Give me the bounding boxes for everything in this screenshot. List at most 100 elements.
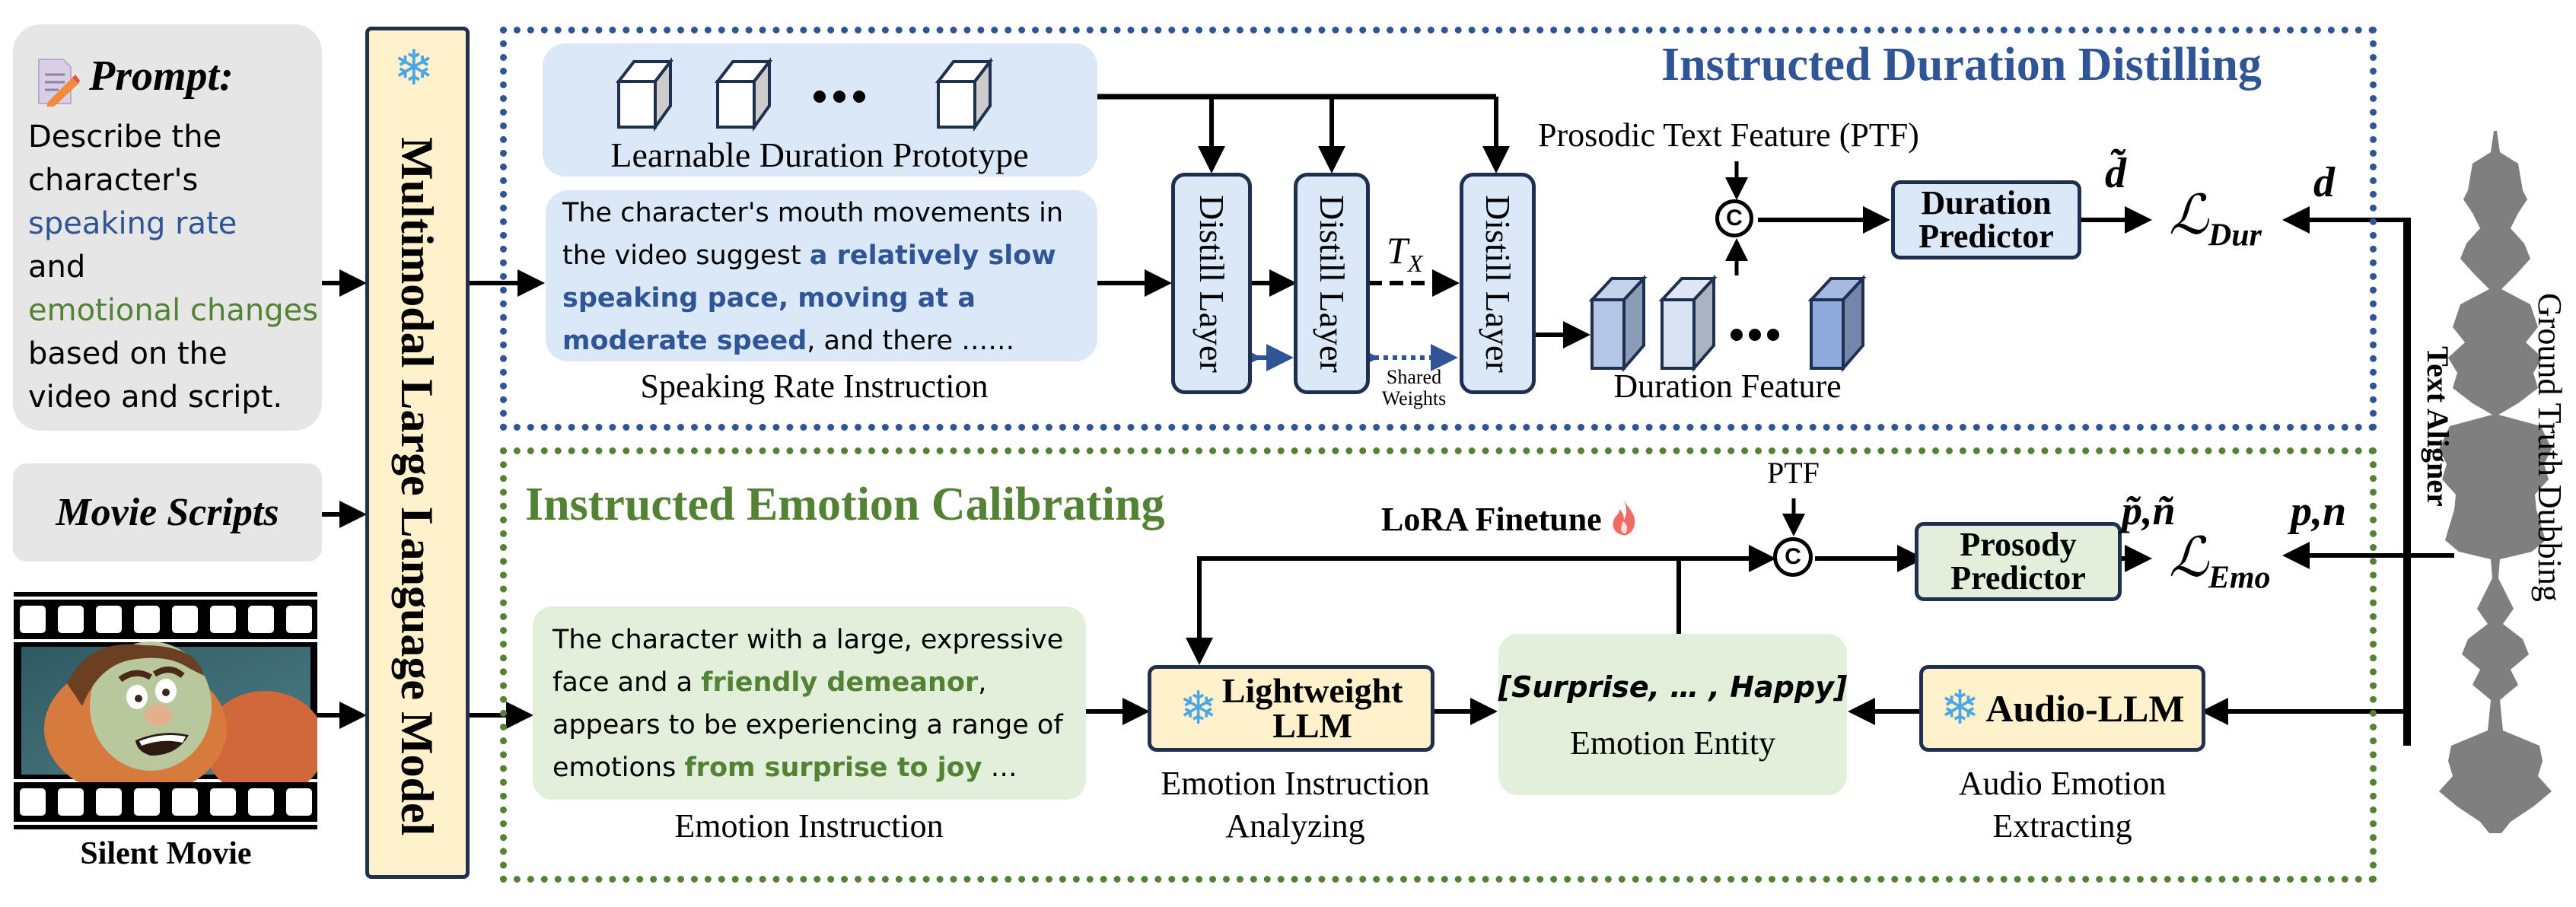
speaking-rate-caption: Speaking Rate Instruction <box>640 368 989 405</box>
predicted-prosody-label: p̃,ñ <box>2122 488 2176 533</box>
distill-layer-2: Distill Layer <box>1294 173 1370 394</box>
loss-subscript: Dur <box>2208 218 2262 253</box>
shared-weights-line: Weights <box>1381 387 1447 409</box>
film-hole <box>134 606 160 633</box>
audio-llm: ❄ Audio-LLM <box>1919 665 2205 752</box>
film-hole <box>210 606 236 633</box>
loss-dur: ℒDur <box>2169 183 2262 253</box>
prompt-line: video and script. <box>28 380 283 415</box>
ellipsis-icon <box>1731 329 1779 341</box>
concat-icon-lower: C <box>1773 537 1813 577</box>
text-aligner-label: Text Aligner <box>2421 346 2455 507</box>
shared-weights-label: Shared Weights <box>1382 367 1447 409</box>
instruction-text-span: … <box>982 753 1017 783</box>
caption-line: Analyzing <box>1225 807 1365 845</box>
snowflake-icon: ❄ <box>393 41 435 95</box>
film-hole <box>172 788 198 816</box>
lora-feedback-line <box>1186 556 1681 665</box>
predicted-duration-label: d̃ <box>2105 150 2126 197</box>
film-hole <box>96 788 122 816</box>
prompt-line: Describe the <box>28 119 222 154</box>
film-strip-icon <box>14 592 326 829</box>
distill-layer-3: Distill Layer <box>1460 173 1536 394</box>
snowflake-icon: ❄ <box>1179 683 1218 734</box>
emotion-section-title: Instructed Emotion Calibrating <box>525 479 1165 530</box>
prosody-predictor-line: Prosody <box>1960 526 2077 563</box>
shared-weights-line: Shared <box>1386 366 1442 388</box>
prosody-predictor: Prosody Predictor <box>1915 522 2122 601</box>
gt-duration-label: d <box>2313 159 2335 206</box>
prototype-cube-icon <box>935 57 994 132</box>
waveform-shape <box>2439 131 2552 833</box>
caption-line: Audio Emotion <box>1958 765 2167 802</box>
ellipsis-icon <box>814 91 865 103</box>
emotion-instruction-box: The character with a large, expressive f… <box>533 606 1086 800</box>
caption-line: Emotion Instruction <box>1161 765 1430 802</box>
feature-cube-icon <box>1658 274 1718 373</box>
film-hole <box>286 788 312 816</box>
prompt-line: based on the <box>28 336 228 371</box>
prompt-line: character's <box>28 163 199 198</box>
film-hole <box>96 606 122 633</box>
duration-predictor-line: Duration <box>1921 184 2052 221</box>
speaking-rate-text: The character's mouth movements in the v… <box>562 192 1087 362</box>
instruction-text-span: The character with a large, expressive f… <box>552 625 1064 698</box>
film-hole <box>210 788 236 816</box>
silent-movie-label: Silent Movie <box>80 836 252 871</box>
ground-truth-waveform <box>2439 131 2552 833</box>
prototype-cube-icon <box>714 57 773 132</box>
prompt-box: Prompt: Describe the character's speaking … <box>13 24 322 431</box>
learnable-duration-prototype: Learnable Duration Prototype <box>543 43 1097 177</box>
film-hole <box>20 788 46 816</box>
film-hole <box>134 788 160 816</box>
ground-truth-dubbing-label: Ground Truth Dubbing <box>2531 293 2568 602</box>
distill-layer-label: Distill Layer <box>1479 194 1517 373</box>
feature-cube-icon <box>1807 274 1867 373</box>
lightweight-llm: ❄ Lightweight LLM <box>1148 665 1434 752</box>
emotion-instruction-caption: Emotion Instruction <box>674 807 944 845</box>
mllm-label: Multimodal Large Language Model <box>392 137 442 836</box>
feature-cube-icon <box>1589 274 1648 373</box>
gt-prosody-label: p,n <box>2291 488 2347 535</box>
prosody-predictor-line: Predictor <box>1950 559 2086 597</box>
repeat-times-label: TX <box>1387 228 1422 278</box>
film-hole <box>58 788 84 816</box>
prototype-cubes <box>615 57 994 132</box>
duration-feature-label: Duration Feature <box>1613 368 1842 405</box>
loss-symbol: ℒ <box>2169 185 2208 246</box>
snowflake-icon: ❄ <box>1940 683 1980 734</box>
repeat-x: X <box>1407 250 1423 277</box>
loss-subscript: Emo <box>2208 560 2271 596</box>
distill-layer-label: Distill Layer <box>1313 194 1352 373</box>
instruction-highlight: friendly demeanor <box>701 667 979 698</box>
prompt-title: Prompt: <box>89 53 234 100</box>
prompt-line: emotional changes <box>28 293 319 328</box>
silent-movie-film <box>14 592 326 829</box>
duration-section-title: Instructed Duration Distilling <box>1661 39 2262 91</box>
prompt-line: speaking rate <box>28 206 237 241</box>
concat-icon: C <box>1715 199 1753 237</box>
prototype-label: Learnable Duration Prototype <box>610 135 1029 174</box>
emotion-calibrating-section <box>500 447 2377 883</box>
movie-scripts-box: Movie Scripts <box>13 463 322 562</box>
lightweight-llm-line: LLM <box>1272 706 1353 745</box>
film-hole <box>58 606 84 633</box>
film-hole <box>172 606 198 633</box>
duration-feature-cubes <box>1589 274 1867 373</box>
instruction-text-span: The character's mouth movements in the v… <box>562 198 1064 271</box>
loss-emo: ℒEmo <box>2169 525 2271 596</box>
emotion-entity-caption: Emotion Entity <box>1569 724 1776 762</box>
caption-line: Extracting <box>1992 807 2132 845</box>
audio-llm-caption: Audio Emotion Extracting <box>1959 762 2167 848</box>
film-hole <box>248 788 274 816</box>
repeat-t: T <box>1387 229 1408 272</box>
mllm-block: ❄ Multimodal Large Language Model <box>365 27 470 879</box>
emotion-entity-list: [Surprise, … , Happy] <box>1498 670 1848 704</box>
film-hole <box>248 606 274 633</box>
instruction-highlight: a relatively slow speaking pace, moving … <box>562 240 1056 356</box>
film-hole <box>20 606 46 633</box>
instruction-text-span: , and there …… <box>807 326 1015 356</box>
prototype-cube-icon <box>615 57 674 132</box>
